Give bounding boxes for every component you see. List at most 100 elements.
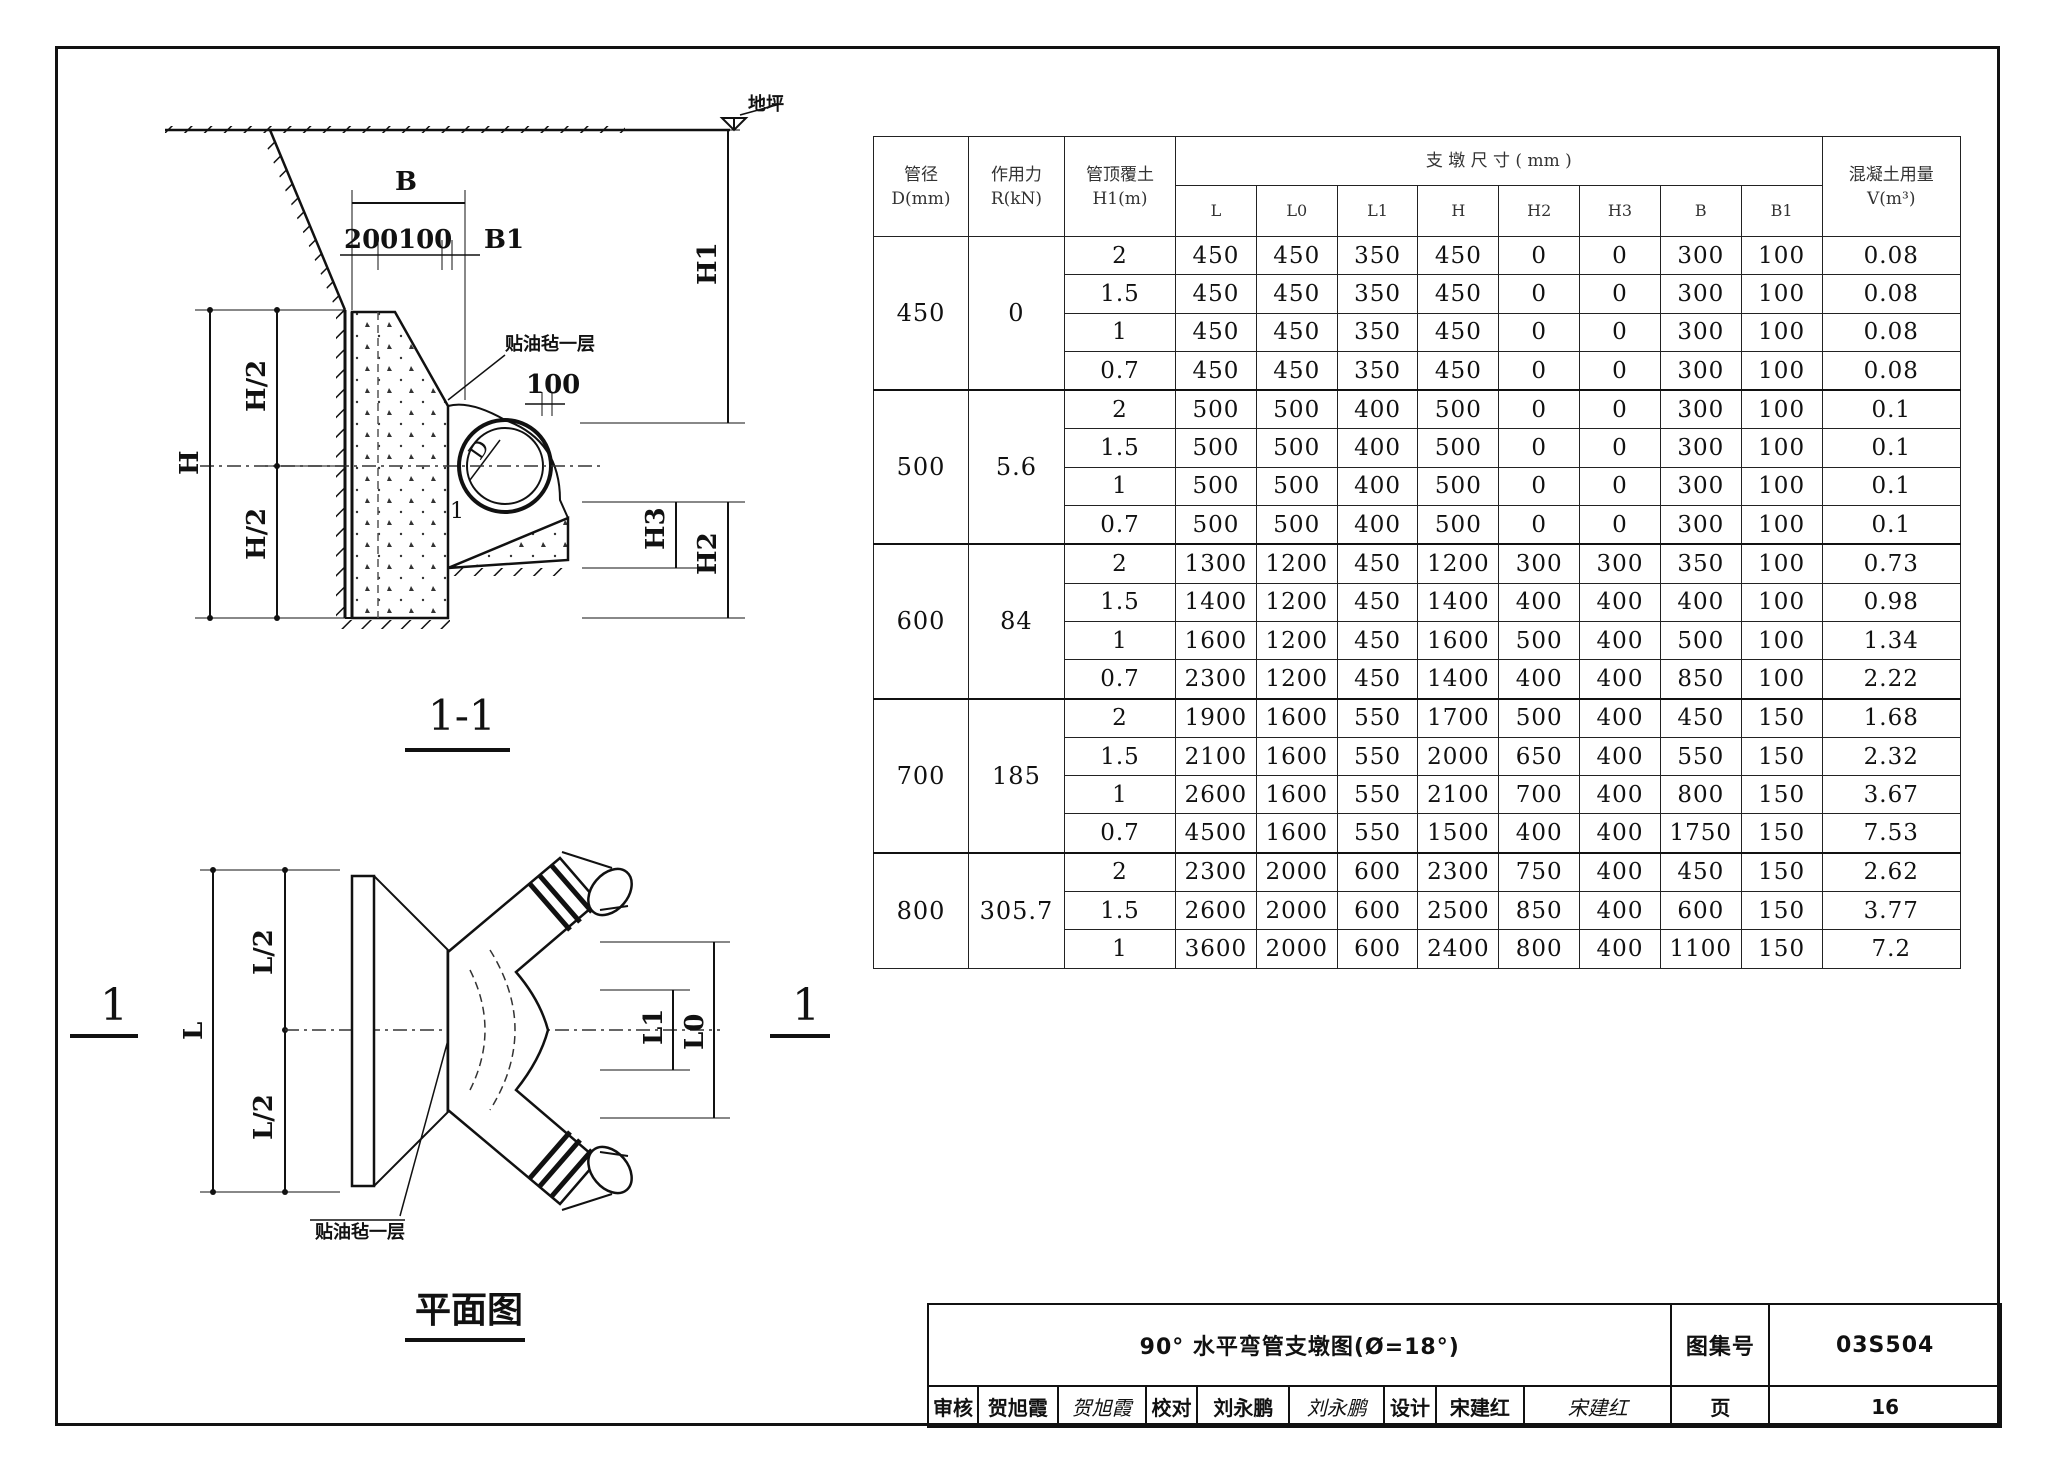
table-cell: 600 [1336, 929, 1419, 969]
design-label: 设计 [1383, 1385, 1437, 1428]
table-cell: 450 [1336, 582, 1419, 622]
table-cell: 450 [1659, 697, 1742, 738]
table-cell: 2100 [1417, 775, 1500, 815]
table-cell: 500 [1175, 389, 1257, 430]
table-cell: 1.68 [1821, 697, 1962, 738]
table-cell: 100 [1740, 389, 1823, 430]
table-cell: 0 [1579, 274, 1661, 314]
table-cell: 350 [1336, 274, 1419, 314]
table-cell: 0.7 [1063, 505, 1177, 545]
table-cell: 450 [1336, 659, 1419, 700]
table-cell: 300 [1659, 350, 1742, 391]
table-cell: 300 [1659, 505, 1742, 545]
dim-H: H [175, 450, 205, 475]
table-cell: 100 [1740, 505, 1823, 545]
table-cell: 1400 [1175, 582, 1257, 622]
header-dims-group: 支 墩 尺 寸 ( mm ) [1175, 136, 1823, 186]
table-cell: 300 [1659, 312, 1742, 352]
table-cell: 600 [1336, 851, 1419, 893]
table-cell: 0.1 [1821, 505, 1962, 545]
table-cell: 1200 [1255, 620, 1338, 661]
header-H3: H3 [1579, 185, 1661, 237]
table-cell: 1600 [1255, 736, 1338, 777]
table-cell: 350 [1336, 350, 1419, 391]
table-cell: 700 [1498, 775, 1581, 815]
table-cell: 0 [1579, 389, 1661, 430]
table-cell: 2400 [1417, 929, 1500, 969]
table-cell: 800 [1659, 775, 1742, 815]
table-cell: 400 [1336, 428, 1419, 468]
dim-100b: 100 [526, 370, 580, 400]
header-B: B [1659, 185, 1742, 237]
table-cell: 1 [1063, 775, 1177, 815]
section-view-1-1: 地坪 D 1 贴油毡一层 B 200 100 B1 100 H1 H3 H2 [165, 93, 784, 752]
checker-signature: 刘永鹏 [1288, 1385, 1386, 1428]
table-cell: 1400 [1417, 582, 1500, 622]
cell-force: 185 [967, 697, 1065, 854]
ground-label: 地坪 [748, 93, 784, 115]
table-cell: 100 [1740, 274, 1823, 314]
table-cell: 400 [1579, 929, 1661, 969]
table-cell: 400 [1336, 505, 1419, 545]
table-cell: 2 [1063, 235, 1177, 276]
table-cell: 2.62 [1821, 851, 1962, 893]
table-cell: 450 [1417, 235, 1500, 276]
dim-L: L [179, 1022, 209, 1040]
table-cell: 0 [1498, 505, 1581, 545]
table-cell: 0 [1498, 235, 1581, 276]
table-cell: 1.5 [1063, 891, 1177, 931]
table-cell: 400 [1579, 851, 1661, 893]
table-cell: 150 [1740, 736, 1823, 777]
table-cell: 450 [1417, 312, 1500, 352]
table-cell: 500 [1175, 466, 1257, 507]
table-cell: 450 [1175, 274, 1257, 314]
table-cell: 0 [1579, 428, 1661, 468]
header-L: L [1175, 185, 1257, 237]
table-cell: 450 [1417, 274, 1500, 314]
table-cell: 300 [1659, 389, 1742, 430]
table-cell: 0 [1579, 350, 1661, 391]
table-cell: 150 [1740, 697, 1823, 738]
table-cell: 450 [1336, 620, 1419, 661]
section-mark-right: 1 [792, 980, 820, 1031]
table-cell: 100 [1740, 582, 1823, 622]
table-cell: 2000 [1255, 929, 1338, 969]
page-label: 页 [1670, 1385, 1771, 1428]
table-cell: 550 [1336, 813, 1419, 854]
table-cell: 0.73 [1821, 543, 1962, 584]
title-block: 90° 水平弯管支墩图(Ø=18°) 图集号 03S504 审核 贺旭霞 贺旭霞… [926, 1303, 2002, 1428]
table-cell: 500 [1498, 620, 1581, 661]
table-cell: 1.5 [1063, 428, 1177, 468]
table-cell: 2100 [1175, 736, 1257, 777]
table-cell: 1600 [1255, 775, 1338, 815]
table-cell: 3600 [1175, 929, 1257, 969]
table-cell: 0 [1579, 505, 1661, 545]
table-cell: 1200 [1417, 543, 1500, 584]
cell-force: 84 [967, 543, 1065, 700]
drawing-title: 90° 水平弯管支墩图(Ø=18°) [926, 1303, 1673, 1387]
dim-H1: H1 [693, 242, 723, 285]
check-label: 校对 [1144, 1385, 1199, 1428]
table-cell: 1600 [1417, 620, 1500, 661]
table-cell: 1400 [1417, 659, 1500, 700]
dim-L-half-top: L/2 [249, 929, 279, 975]
cell-pipe-dia: 450 [873, 236, 969, 391]
page-number: 16 [1768, 1385, 2002, 1428]
oil-felt-label-plan: 贴油毡一层 [315, 1221, 405, 1243]
dim-L1: L1 [639, 1009, 669, 1045]
section-title: 1-1 [428, 691, 496, 740]
table-cell: 0.08 [1821, 235, 1962, 276]
table-cell: 2300 [1175, 659, 1257, 700]
table-cell: 0 [1579, 312, 1661, 352]
table-cell: 1.5 [1063, 274, 1177, 314]
table-cell: 350 [1659, 543, 1742, 584]
table-cell: 2600 [1175, 775, 1257, 815]
